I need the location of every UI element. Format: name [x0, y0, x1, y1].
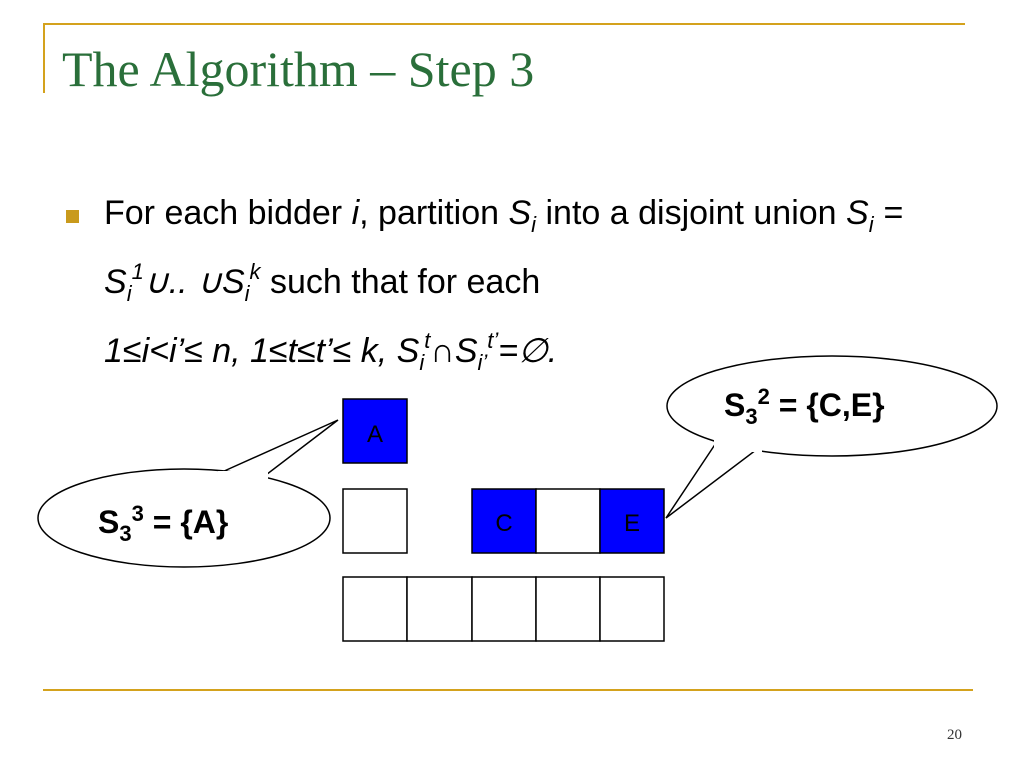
row-2: C E: [342, 488, 665, 554]
callout-left: S33 = {A}: [37, 419, 339, 568]
row-1: A: [342, 398, 408, 464]
left-rule: [43, 23, 45, 93]
slide-title: The Algorithm – Step 3: [62, 41, 535, 97]
cell-empty: [471, 576, 537, 642]
top-rule: [43, 23, 965, 25]
callout-left-text: S33 = {A}: [98, 501, 228, 546]
row-3: [342, 576, 665, 642]
cell-label: E: [624, 510, 640, 537]
cell-empty: [342, 488, 408, 554]
bullet-square-icon: [66, 210, 79, 223]
cell-empty: [599, 576, 665, 642]
cell-empty: [342, 576, 408, 642]
cell-label: A: [367, 421, 383, 448]
cell-empty: [535, 576, 601, 642]
cell-empty: [406, 576, 473, 642]
callout-right-text: S32 = {C,E}: [724, 384, 885, 429]
callout-right: S32 = {C,E}: [665, 355, 998, 519]
bullet-text: For each bidder i, partition Si into a d…: [104, 194, 903, 375]
cell-empty: [535, 488, 601, 554]
bottom-rule: [43, 689, 973, 691]
page-number: 20: [947, 727, 962, 743]
cell-a-highlighted: [342, 398, 408, 464]
cell-label: C: [495, 510, 512, 537]
cell-e-highlighted: [599, 488, 665, 554]
